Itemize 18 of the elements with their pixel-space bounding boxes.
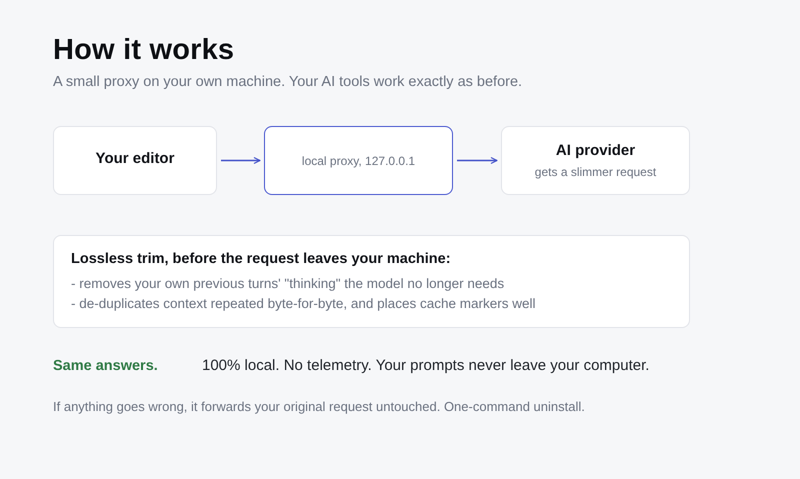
node-title: AI provider — [556, 141, 636, 161]
node-subtitle: gets a slimmer request — [534, 164, 656, 180]
step-card — [501, 126, 690, 195]
panel-heading: Lossless trim, before the request leaves your machine: — [71, 250, 451, 269]
step-card — [53, 126, 217, 195]
bullet-item: - de-duplicates context repeated byte-for-byte, and places cache markers well — [71, 295, 536, 313]
page-title: How it works — [53, 33, 234, 68]
step-card — [264, 126, 453, 195]
statement-text: 100% local. No telemetry. Your prompts never leave your computer. — [202, 356, 650, 376]
node-title: Your editor — [96, 149, 174, 169]
info-panel — [53, 235, 690, 328]
highlight-text: Same answers. — [53, 357, 158, 376]
arrow — [221, 157, 261, 164]
subtitle-text: A small proxy on your own machine. Your AI tools work exactly as before. — [53, 73, 522, 92]
node-subtitle: local proxy, 127.0.0.1 — [302, 152, 416, 168]
arrow — [457, 157, 498, 164]
footnote-text: If anything goes wrong, it forwards your original request untouched. One-command uninstall. — [53, 398, 585, 416]
bullet-item: - removes your own previous turns' "thinking" the model no longer needs — [71, 275, 504, 293]
